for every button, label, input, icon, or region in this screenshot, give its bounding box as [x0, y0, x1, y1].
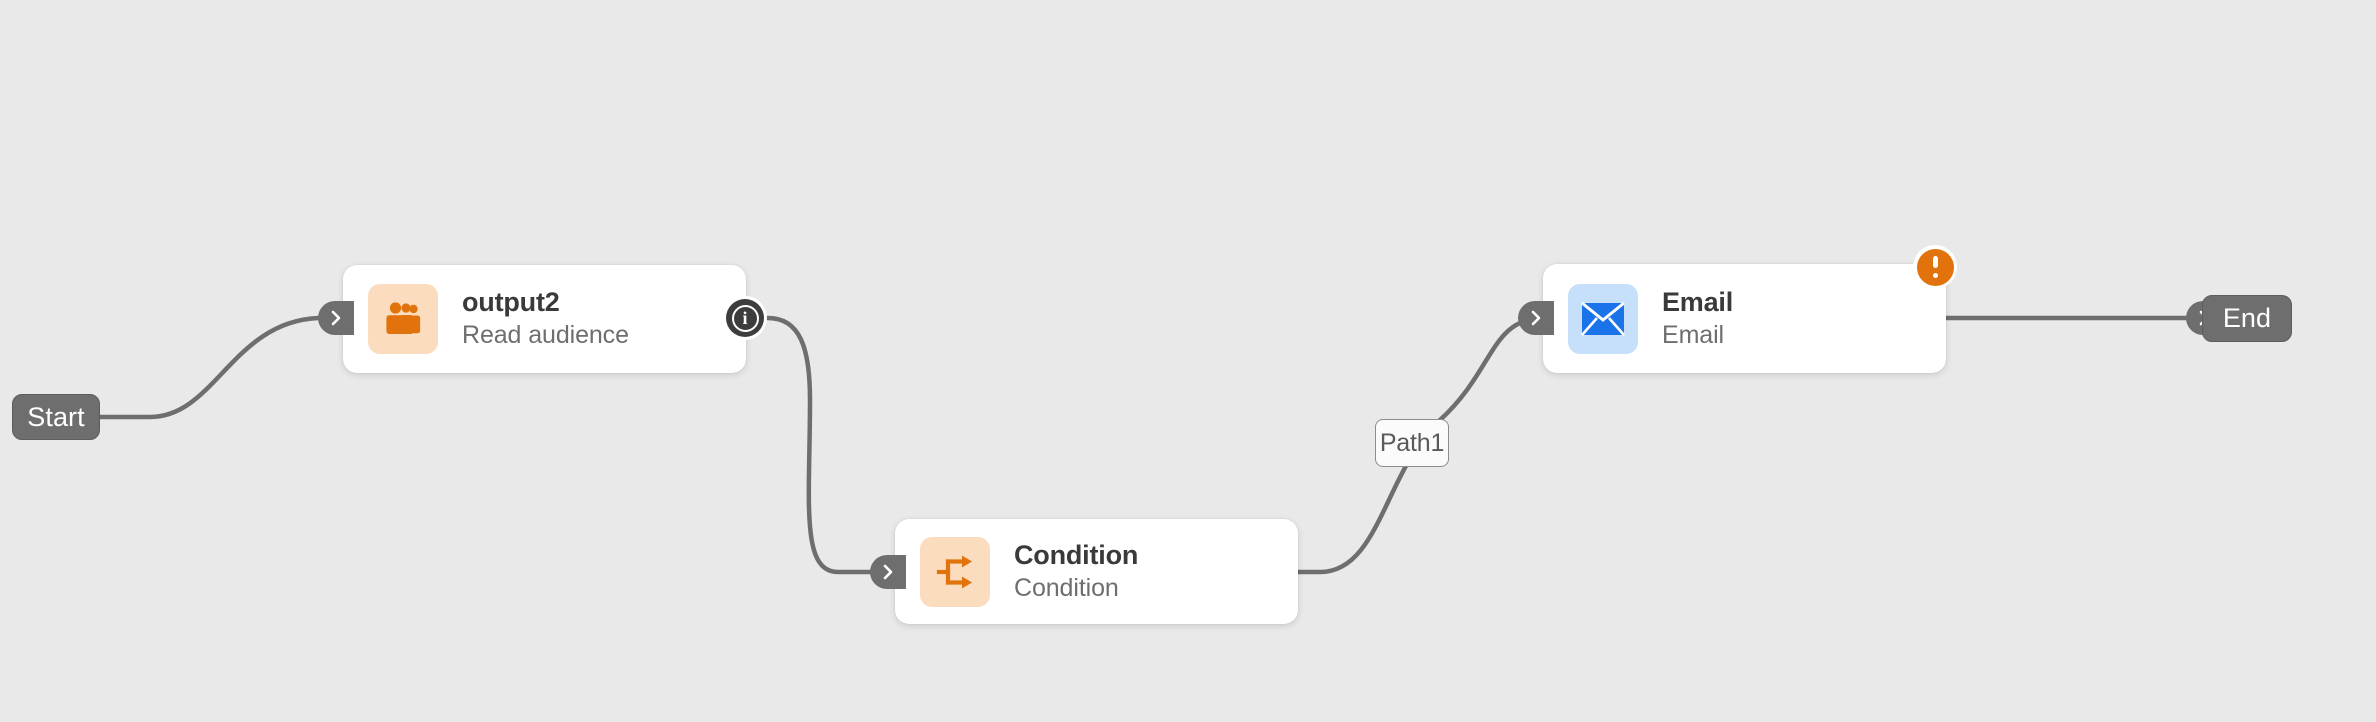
envelope-icon: [1568, 283, 1638, 354]
node-email-subtitle: Email: [1662, 320, 1725, 349]
start-node-label: Start: [27, 401, 85, 432]
node-email-title: Email: [1662, 286, 1734, 317]
info-icon[interactable]: i: [723, 296, 767, 340]
node-output2-text: output2 Read audience: [462, 287, 629, 351]
node-output2-title: output2: [462, 287, 560, 318]
node-condition-title: Condition: [1014, 539, 1139, 570]
port-output2-input[interactable]: [318, 301, 354, 335]
edge-label-path1[interactable]: Path1: [1375, 419, 1449, 467]
end-node[interactable]: End: [2202, 295, 2292, 342]
port-email-input[interactable]: [1518, 301, 1554, 335]
node-email-text: Email Email: [1662, 287, 1733, 351]
edge-start-to-output2: [97, 315, 348, 420]
branch-icon: [920, 536, 990, 607]
edge-label-path1-text: Path1: [1379, 428, 1445, 457]
port-condition-input[interactable]: [870, 555, 906, 589]
node-condition[interactable]: Condition Condition: [895, 519, 1298, 624]
node-output2[interactable]: output2 Read audience: [343, 265, 746, 373]
info-icon-glyph: i: [742, 308, 748, 328]
edge-output2-to-condition: [765, 315, 881, 575]
node-output2-subtitle: Read audience: [462, 321, 629, 350]
audience-icon: [368, 284, 438, 354]
node-email[interactable]: Email Email: [1543, 264, 1946, 373]
start-node[interactable]: Start: [12, 394, 100, 440]
warning-icon[interactable]: [1913, 245, 1957, 289]
end-node-label: End: [2222, 303, 2272, 333]
node-condition-subtitle: Condition: [1014, 573, 1119, 602]
node-condition-text: Condition Condition: [1014, 540, 1138, 604]
